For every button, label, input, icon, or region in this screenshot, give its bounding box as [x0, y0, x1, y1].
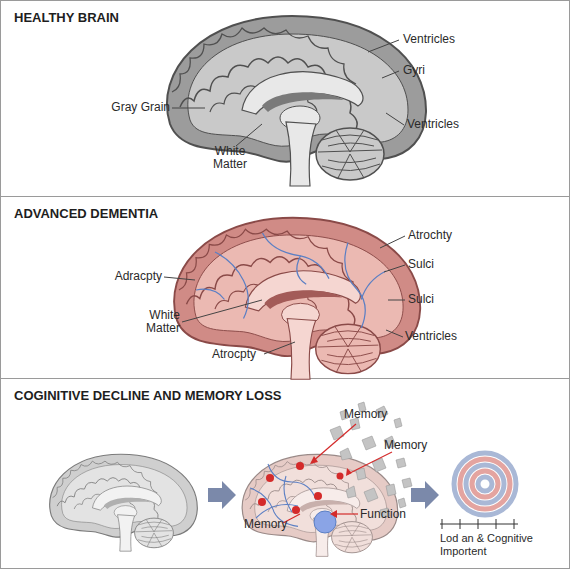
part-label: White Matter — [205, 145, 255, 171]
panel-heading: COGINITIVE DECLINE AND MEMORY LOSS — [14, 388, 281, 403]
panel-band: HEALTHY BRAIN — [0, 0, 570, 197]
part-label: Memory — [384, 439, 427, 452]
part-label: Ventricles — [403, 33, 455, 46]
part-label: Adracpty — [60, 270, 162, 283]
part-label: Sulci — [408, 258, 434, 271]
part-label: Memory — [344, 408, 387, 421]
part-label: Ventricles — [405, 330, 457, 343]
part-label: Lod an & Cognitive Importent — [440, 532, 548, 558]
panel-heading: ADVANCED DEMENTIA — [14, 206, 158, 221]
part-label: Ventricles — [407, 118, 459, 131]
part-label: Sulci — [408, 293, 434, 306]
part-label: Function — [360, 508, 406, 521]
part-label: Atrocpty — [212, 348, 256, 361]
part-label: Atrochty — [408, 229, 452, 242]
part-label: White Matter — [120, 309, 180, 335]
part-label: Gray Grain — [62, 101, 170, 114]
panel-heading: HEALTHY BRAIN — [14, 10, 119, 25]
part-label: Memory — [244, 518, 287, 531]
panel-band: ADVANCED DEMENTIA — [0, 196, 570, 379]
part-label: Gyri — [403, 64, 425, 77]
panel-band: COGINITIVE DECLINE AND MEMORY LOSS — [0, 378, 570, 569]
